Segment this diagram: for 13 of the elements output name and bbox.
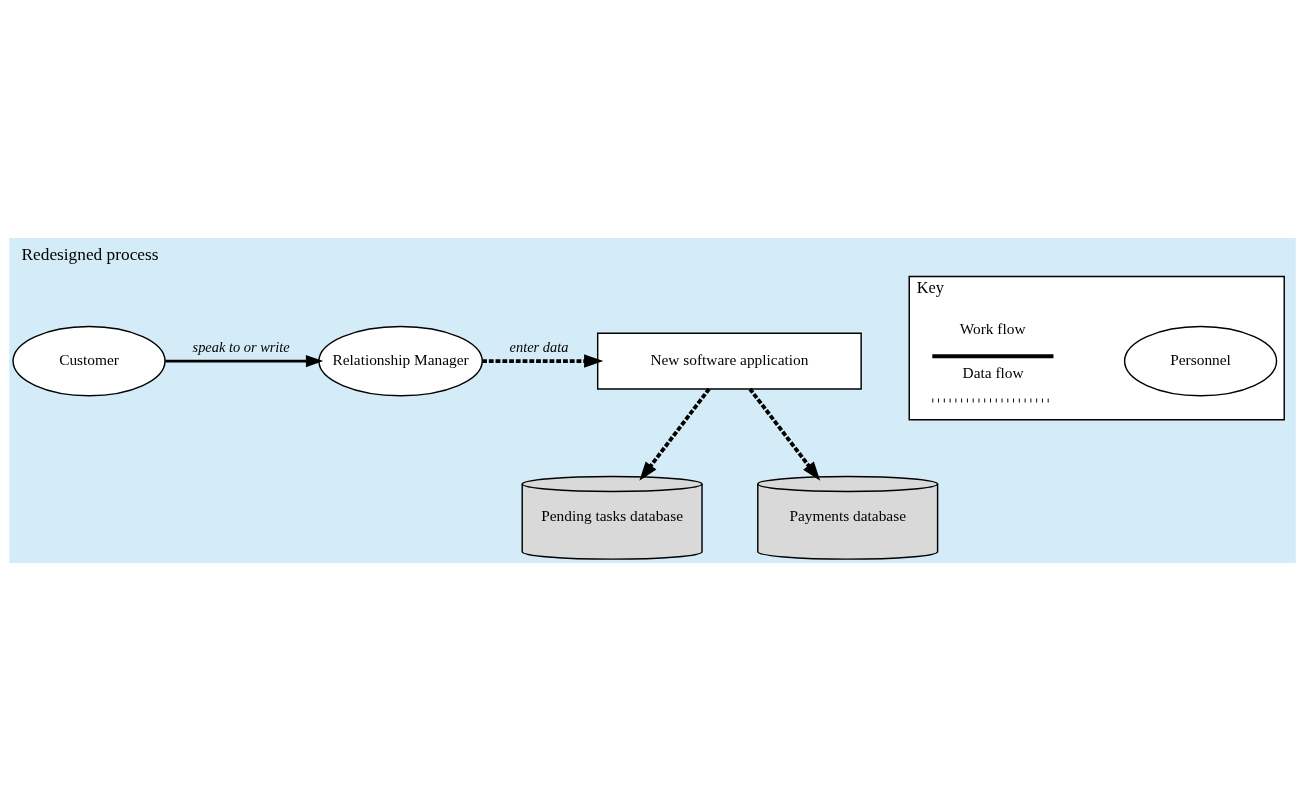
legend-label: Work flow bbox=[959, 319, 1026, 337]
legend-label: Data flow bbox=[962, 364, 1024, 382]
edge-label: enter data bbox=[509, 339, 569, 356]
edge-label: speak to or write bbox=[192, 339, 290, 356]
arrow bbox=[639, 387, 711, 481]
node-ellipse: Customer bbox=[12, 325, 166, 397]
node-ellipse: Personnel bbox=[1123, 325, 1278, 397]
diagram-title: Redesigned process bbox=[21, 244, 159, 264]
node-ellipse: Relationship Manager bbox=[318, 325, 483, 397]
arrow bbox=[165, 355, 324, 368]
arrow bbox=[748, 387, 821, 481]
node-box: New software application bbox=[596, 332, 862, 390]
arrow bbox=[482, 354, 604, 368]
